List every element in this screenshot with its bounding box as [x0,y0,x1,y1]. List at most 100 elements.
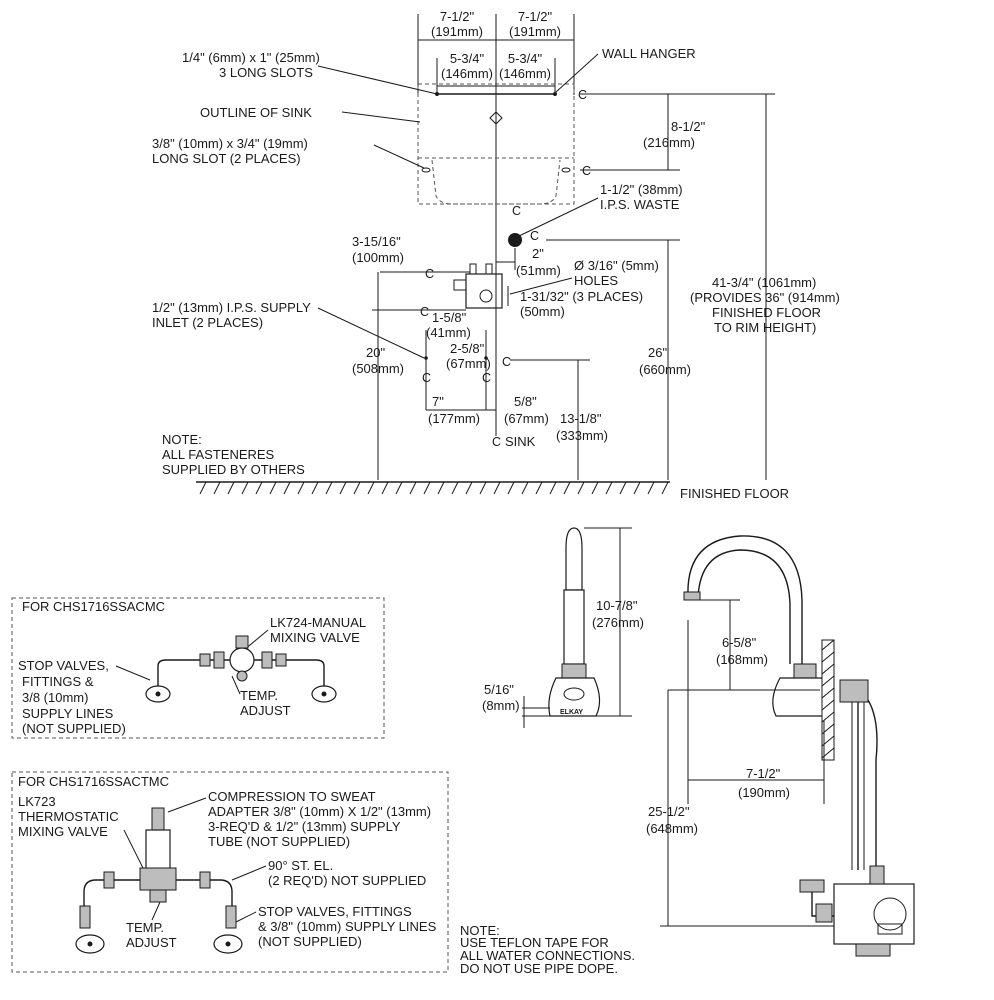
teflon-note-2: USE TEFLON TAPE FOR [460,935,609,950]
slots-label-2: 3 LONG SLOTS [219,65,313,80]
dim-1-58: 1-5/8" [432,310,467,325]
dim-7-mm: (177mm) [428,411,480,426]
manual-temp-label-2: ADJUST [240,703,291,718]
dim-10-mm: (276mm) [592,615,644,630]
manual-stop-label-4: SUPPLY LINES [22,706,114,721]
provides-label-1: (PROVIDES 36" (914mm) [690,290,840,305]
dim-6: 6-5/8" [722,635,757,650]
comp-label-1: COMPRESSION TO SWEAT [208,789,376,804]
centerline-mark: C [512,204,521,218]
thermo-temp-label-2: ADJUST [126,935,177,950]
supply-label-1: 1/2" (13mm) I.P.S. SUPPLY [152,300,311,315]
provides-label-3: TO RIM HEIGHT) [714,320,816,335]
slots-label-1: 1/4" (6mm) x 1" (25mm) [182,50,320,65]
thermo-left-pipe [83,879,140,906]
dim-5-16: 5/16" [484,682,514,697]
teflon-note-3: ALL WATER CONNECTIONS. [460,948,635,963]
dim-6-mm: (168mm) [716,652,768,667]
manual-valve-box: FOR CHS1716SSACMC LK724-MANUAL MIXING VA… [11,597,385,739]
dim-7-5: 7-1/2" [746,766,781,781]
dim-20-mm: (508mm) [352,361,404,376]
thermo-stop-label-3: (NOT SUPPLIED) [258,934,362,949]
manual-box-title: FOR CHS1716SSACMC [22,599,165,614]
holes-label-2: HOLES [574,273,618,288]
dim-right-mid: 5-3/4" [508,51,543,66]
centerline-mark: C [502,355,511,369]
holes-label-1: Ø 3/16" (5mm) [574,258,659,273]
manual-stop-label-2: FITTINGS & [22,674,94,689]
faucet-spout [565,527,583,591]
thermo-valve-label-2: THERMOSTATIC [18,809,119,824]
dim-2-58-mm: (67mm) [446,356,491,371]
provides-label-2: FINISHED FLOOR [712,305,821,320]
teflon-note-1: NOTE: [460,923,500,938]
dim-20: 20" [366,345,385,360]
centerline-mark: C [420,305,429,319]
note-line-3: SUPPLIED BY OTHERS [162,462,305,477]
manual-stop-label-1: STOP VALVES, [18,658,109,673]
dim-2-mm: (51mm) [516,263,561,278]
dim-right-top: 7-1/2" [518,9,553,24]
comp-label-3: 3-REQ'D & 1/2" (13mm) SUPPLY [208,819,401,834]
long-slot-label-1: 3/8" (10mm) x 3/4" (19mm) [152,136,308,151]
dim-5-8-mm: (67mm) [504,411,549,426]
manual-valve-label-2: MIXING VALVE [270,630,360,645]
waste-label-2: I.P.S. WASTE [600,197,680,212]
comp-label-4: TUBE (NOT SUPPLIED) [208,834,350,849]
dim-3-15-mm: (100mm) [352,250,404,265]
top-view: 7-1/2" (191mm) 7-1/2" (191mm) 5-3/4" (14… [152,9,840,501]
waste-drain [508,233,522,247]
teflon-note-4: DO NOT USE PIPE DOPE. [460,961,618,976]
long-slot-label-2: LONG SLOT (2 PLACES) [152,151,301,166]
wall-hanger-label: WALL HANGER [602,46,696,61]
dim-5-8: 5/8" [514,394,537,409]
dim-right-top-mm: (191mm) [509,24,561,39]
dim-7: 7" [432,394,444,409]
dim-1-31: 1-31/32" (3 PLACES) [520,289,643,304]
centerline-mark: C [425,267,434,281]
outline-sink-label: OUTLINE OF SINK [200,105,312,120]
thermo-valve-label-1: LK723 [18,794,56,809]
dim-5-16-mm: (8mm) [482,698,520,713]
side-spout-inner [697,549,791,664]
dim-26-mm: (660mm) [639,362,691,377]
dim-13: 13-1/8" [560,411,602,426]
centerline-mark: C [530,229,539,243]
dim-7-5-mm: (190mm) [738,785,790,800]
sensor-cable [867,699,878,866]
dim-left-mid-mm: (146mm) [441,66,493,81]
centerline-mark: C [578,88,587,102]
dim-13-mm: (333mm) [556,428,608,443]
el-label-1: 90° ST. EL. [268,858,333,873]
thermostatic-valve-icon [145,829,171,875]
note-line-1: NOTE: [162,432,202,447]
centerline-mark: C [582,164,591,178]
dim-right-mid-mm: (146mm) [499,66,551,81]
dim-left-mid: 5-3/4" [450,51,485,66]
dim-8-5-mm: (216mm) [643,135,695,150]
waste-label-1: 1-1/2" (38mm) [600,182,683,197]
dim-10: 10-7/8" [596,598,638,613]
thermo-valve-label-3: MIXING VALVE [18,824,108,839]
center-mark-icon [489,111,503,125]
dim-41: 41-3/4" (1061mm) [712,275,816,290]
teflon-note: NOTE: USE TEFLON TAPE FOR ALL WATER CONN… [460,923,635,976]
thermostatic-valve-box: FOR CHS1716SSACTMC LK723 THERMOSTATIC MI… [11,771,449,973]
manual-stop-label-5: (NOT SUPPLIED) [22,721,126,736]
note-line-2: ALL FASTENERES [162,447,275,462]
finished-floor-label: FINISHED FLOOR [680,486,789,501]
thermo-box-title: FOR CHS1716SSACTMC [18,774,169,789]
dim-2: 2" [532,246,544,261]
dim-8-5: 8-1/2" [671,119,706,134]
dim-26: 26" [648,345,667,360]
dim-1-31-mm: (50mm) [520,304,565,319]
manual-mixing-valve-icon [229,647,255,673]
thermo-stop-label-1: STOP VALVES, FITTINGS [258,904,412,919]
manual-stop-label-3: 3/8 (10mm) [22,690,88,705]
comp-label-2: ADAPTER 3/8" (10mm) X 1/2" (13mm) [208,804,431,819]
el-label-2: (2 REQ'D) NOT SUPPLIED [268,873,426,888]
side-faucet-base [772,677,825,717]
dim-2-58: 2-5/8" [450,341,485,356]
side-view: 6-5/8" (168mm) 7-1/2" (190mm) 25-1/2" (6… [646,535,915,957]
